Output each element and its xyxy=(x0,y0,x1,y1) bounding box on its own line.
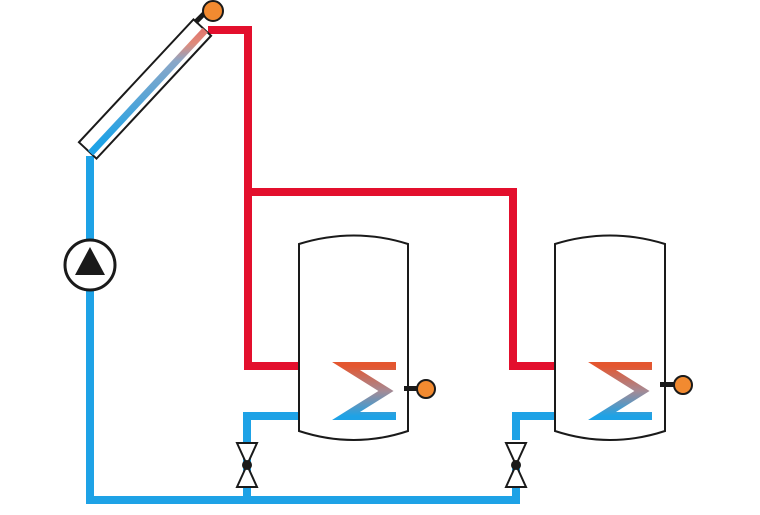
tank-2-sensor-stem xyxy=(660,382,678,387)
tank-temperature-sensor-icon xyxy=(416,379,436,399)
storage-tank-1 xyxy=(298,234,436,441)
zone-valve-1 xyxy=(235,442,259,488)
zone-valve-2 xyxy=(504,442,528,488)
tank-temperature-sensor-icon xyxy=(673,375,693,395)
circulation-pump-icon xyxy=(75,247,105,275)
collector-temperature-sensor-icon xyxy=(202,0,224,22)
tank-1-sensor-stem xyxy=(404,386,422,391)
zone-valve-icon xyxy=(235,442,259,488)
zone-valve-icon xyxy=(504,442,528,488)
tank-2-heat-exchanger-coil xyxy=(588,362,652,420)
solar-collector xyxy=(77,0,224,161)
circulation-pump xyxy=(63,238,117,292)
tank-1-heat-exchanger-coil xyxy=(332,362,396,420)
solar-collector-icon xyxy=(77,17,213,161)
storage-tank-2 xyxy=(554,234,693,441)
